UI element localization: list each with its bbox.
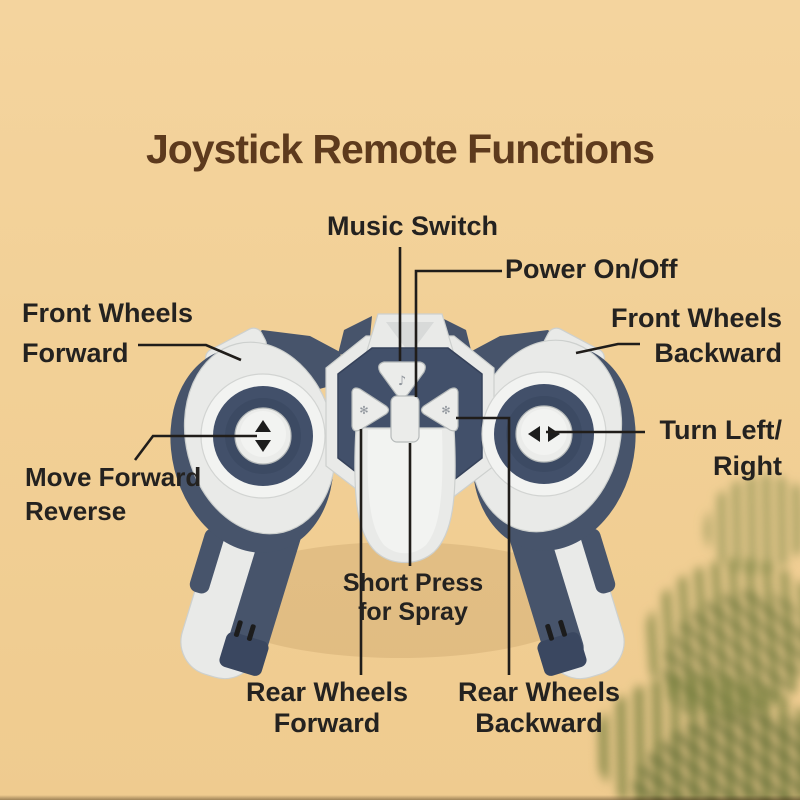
callout-front-wheels-backward: Front Wheels Backward — [611, 301, 782, 371]
photo-bottom-edge — [0, 795, 800, 800]
grip-mark-icon — [558, 619, 568, 637]
right-grip-tip — [537, 632, 587, 676]
right-arrow-icon — [548, 426, 560, 442]
nose-shield — [354, 427, 456, 563]
callout-line-text: Front Wheels — [22, 298, 194, 328]
down-arrow-icon — [255, 440, 271, 452]
callout-short-press-spray: Short Press for Spray — [343, 569, 483, 627]
callout-line-text: Power On/Off — [505, 254, 678, 284]
grip-mark-icon — [233, 620, 243, 637]
callout-power-on-off: Power On/Off — [505, 254, 678, 285]
callout-line-text: Backward — [475, 708, 603, 738]
callout-rear-wheels-backward: Rear Wheels Backward — [458, 677, 620, 739]
grip-mark-icon — [545, 623, 555, 641]
controller-shadow — [205, 542, 595, 658]
callout-line-text: Rear Wheels — [457, 677, 621, 707]
callout-line-text: Front Wheels — [610, 303, 782, 333]
callout-line-text: for Spray — [358, 598, 468, 626]
left-arrow-icon — [528, 426, 540, 442]
right-joystick — [481, 371, 607, 497]
callout-move-forward-reverse: Move Forward Reverse — [25, 460, 201, 528]
callout-turn-left-right: Turn Left/ Right — [660, 412, 782, 484]
power-spray-button — [390, 395, 420, 443]
connector-front-wheels-forward — [138, 343, 242, 362]
callout-line-text: Short Press — [342, 569, 484, 597]
callout-line-text: Move Forward — [25, 462, 202, 492]
rear-forward-button — [351, 387, 390, 432]
callout-line-text: Reverse — [25, 496, 127, 526]
music-note-icon: ♪ — [398, 374, 406, 389]
callout-connectors — [133, 247, 645, 675]
connector-move-forward-reverse — [133, 434, 257, 461]
connector-power — [414, 269, 502, 397]
up-arrow-icon — [255, 420, 271, 432]
spark-icon: ✻ — [359, 404, 368, 417]
callout-line-text: Forward — [273, 708, 381, 738]
callout-line-text: Right — [713, 451, 782, 481]
rear-backward-button — [420, 387, 459, 432]
callout-rear-wheels-forward: Rear Wheels Forward — [246, 677, 408, 739]
connector-rear-wheels-backward — [456, 416, 511, 675]
left-joystick — [200, 373, 326, 499]
left-grip-tip — [219, 632, 269, 676]
grip-mark-icon — [246, 624, 256, 641]
spark-icon: ✻ — [441, 404, 450, 417]
callout-line-text: Backward — [654, 338, 782, 368]
callout-line-text: Rear Wheels — [245, 677, 409, 707]
page-title: Joystick Remote Functions — [145, 126, 655, 172]
callout-front-wheels-forward: Front Wheels Forward — [22, 293, 193, 373]
connector-front-wheels-backward — [575, 342, 640, 355]
callout-line-text: Music Switch — [327, 211, 499, 241]
callout-line-text: Turn Left/ — [659, 415, 782, 445]
callout-music-switch: Music Switch — [327, 211, 498, 242]
callout-line-text: Forward — [22, 338, 129, 368]
